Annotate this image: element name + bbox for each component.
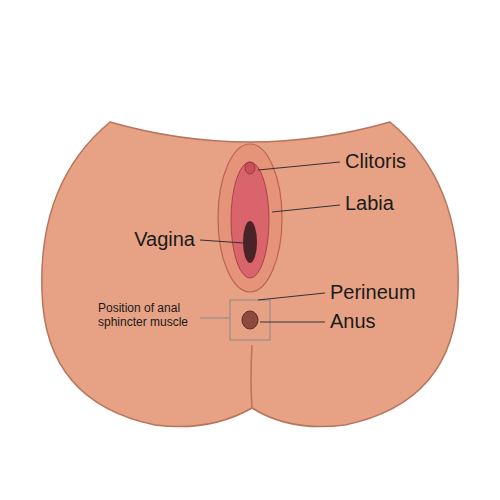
leader-line bbox=[200, 240, 244, 243]
part-label: Labia bbox=[345, 192, 394, 215]
part-label: Clitoris bbox=[345, 150, 406, 173]
outer-labia bbox=[218, 144, 282, 292]
vaginal-opening bbox=[243, 221, 257, 263]
sphincter-leader bbox=[200, 318, 230, 319]
clitoris-shape bbox=[245, 162, 255, 174]
leader-line bbox=[260, 321, 325, 322]
part-label: Position of anal sphincter muscle bbox=[98, 302, 202, 330]
gluteal-cleft bbox=[251, 345, 252, 408]
leader-line bbox=[258, 293, 325, 300]
sphincter-box bbox=[230, 300, 270, 340]
body-outline bbox=[42, 122, 458, 427]
inner-labia bbox=[231, 162, 269, 278]
leader-line bbox=[272, 205, 340, 212]
anus-shape bbox=[242, 311, 258, 329]
part-label: Anus bbox=[330, 310, 376, 333]
leader-line bbox=[258, 162, 340, 170]
part-label: Perineum bbox=[330, 281, 416, 304]
part-label: Vagina bbox=[134, 228, 195, 251]
